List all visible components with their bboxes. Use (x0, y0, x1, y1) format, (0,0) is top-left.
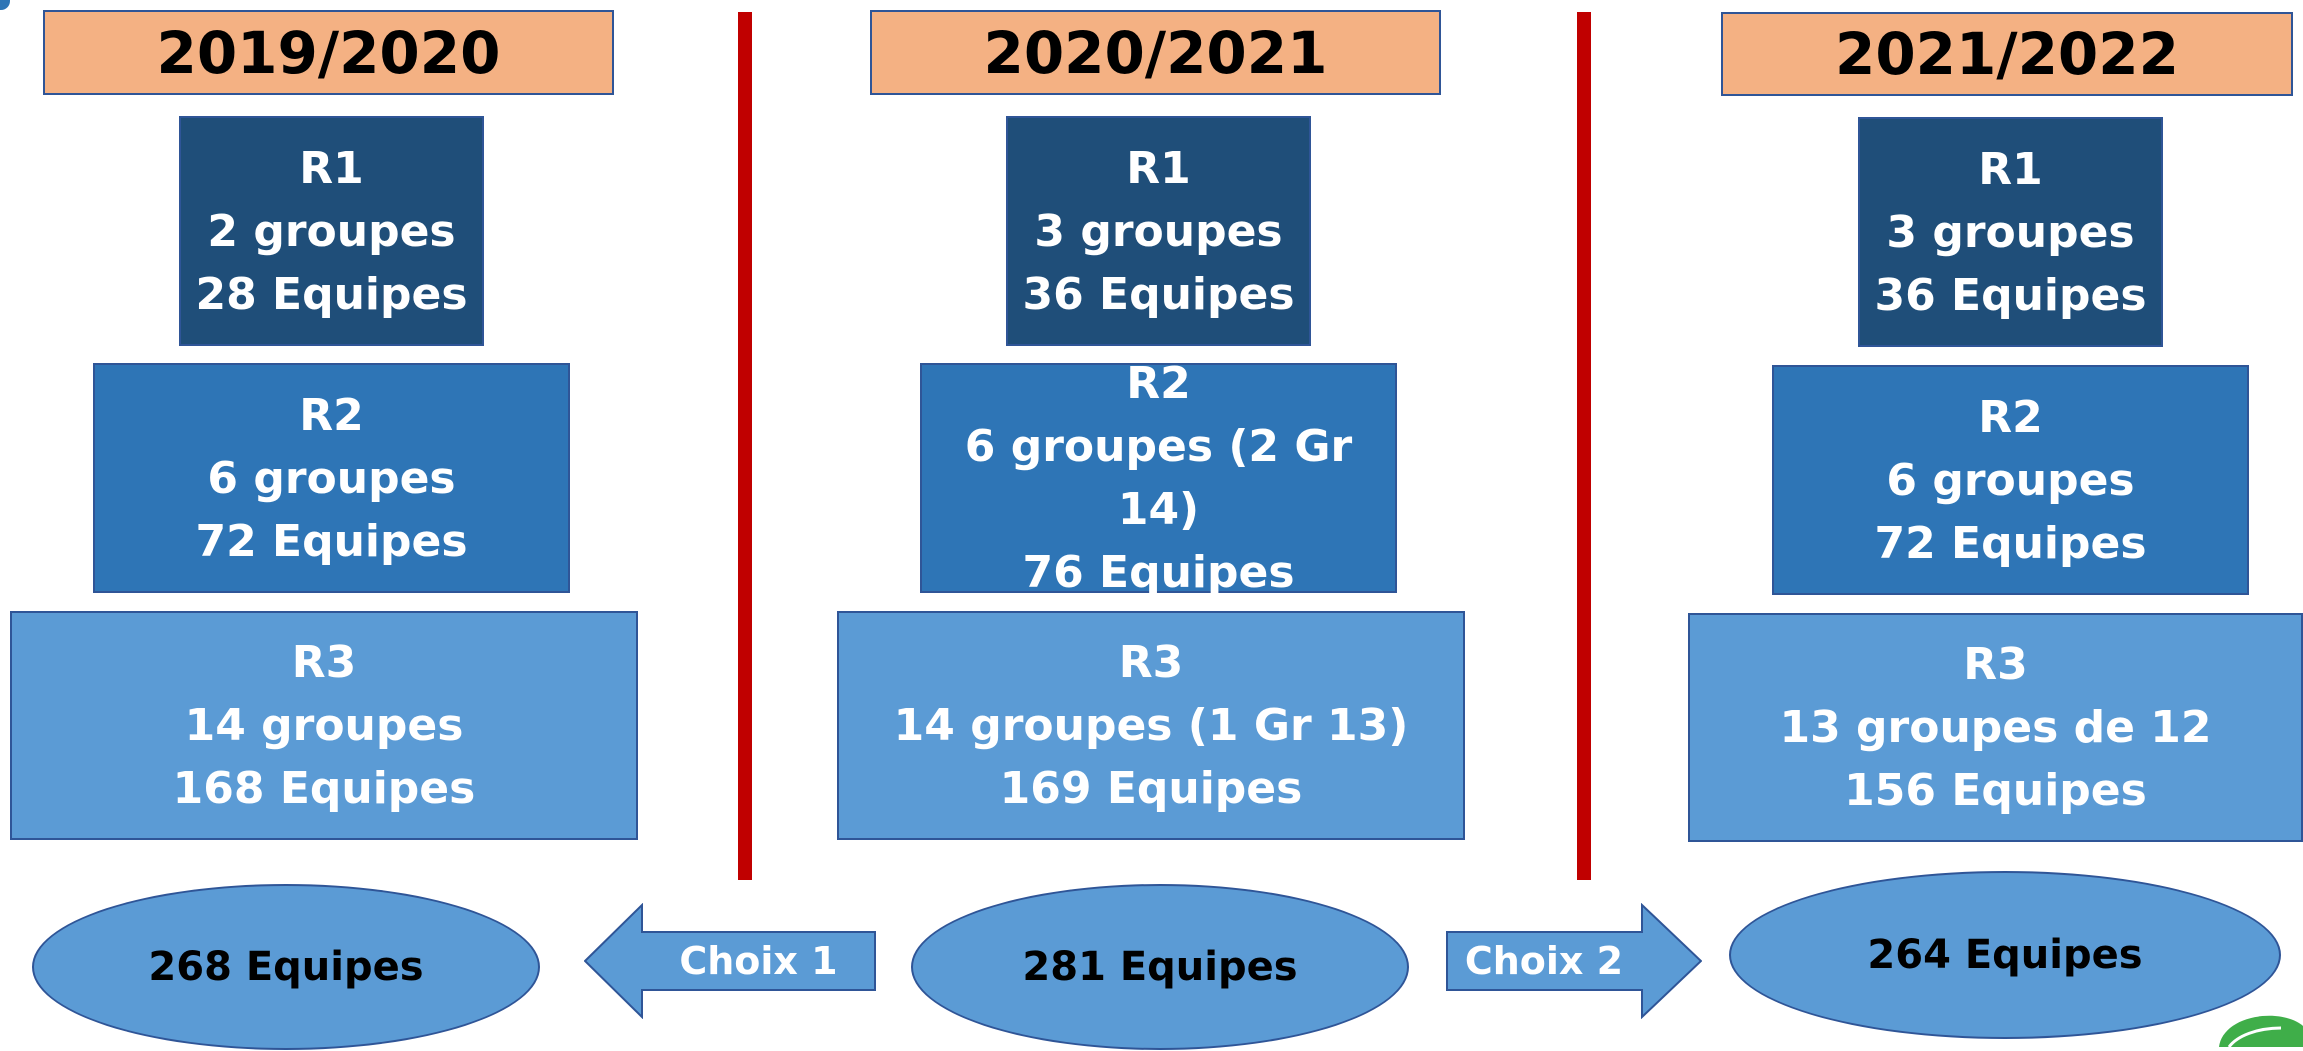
tier-r3-box: R3 14 groupes 168 Equipes (10, 611, 638, 840)
tier-teams: 76 Equipes (1022, 547, 1295, 598)
tier-teams: 156 Equipes (1844, 765, 2147, 816)
season-header-2021-2022: 2021/2022 (1721, 12, 2293, 96)
tier-groups: 2 groupes (207, 205, 456, 257)
tier-teams: 36 Equipes (1022, 268, 1295, 320)
season-divider (1577, 12, 1591, 880)
tier-teams: 36 Equipes (1874, 269, 2147, 321)
tier-groups: 6 groupes (2 Gr 14) (964, 421, 1353, 535)
tier-groups: 13 groupes de 12 (1779, 702, 2212, 753)
tier-name: R2 (1126, 358, 1191, 409)
tier-name: R3 (1118, 637, 1184, 688)
tier-r3-box: R3 13 groupes de 12 156 Equipes (1688, 613, 2303, 842)
leaf-icon (2219, 1015, 2303, 1048)
tier-teams: 28 Equipes (195, 268, 468, 320)
tier-name: R1 (299, 142, 364, 194)
season-title: 2020/2021 (983, 18, 1328, 87)
season-header-2020-2021: 2020/2021 (870, 10, 1441, 95)
tier-r2-box: R2 6 groupes (2 Gr 14) 76 Equipes (920, 358, 1397, 598)
total-teams-label: 281 Equipes (1022, 944, 1298, 990)
tier-groups: 3 groupes (1034, 205, 1283, 257)
tier-r1-box: R1 3 groupes 36 Equipes (1858, 117, 2163, 347)
tier-teams: 72 Equipes (1874, 517, 2147, 569)
tier-teams: 168 Equipes (172, 763, 476, 814)
season-header-2019-2020: 2019/2020 (43, 10, 614, 95)
tier-r1-box: R1 2 groupes 28 Equipes (179, 116, 484, 346)
choice-2-label: Choix 2 (1464, 939, 1624, 983)
left-arrow-icon (584, 903, 876, 1019)
choice-1-arrow: Choix 1 (584, 903, 876, 1019)
tier-teams: 72 Equipes (195, 515, 468, 567)
tier-r3-box: R3 14 groupes (1 Gr 13) 169 Equipes (837, 611, 1465, 840)
tier-name: R3 (291, 637, 357, 688)
tier-r2-box: R2 6 groupes 72 Equipes (93, 363, 570, 593)
season-divider (738, 12, 752, 880)
choice-1-label: Choix 1 (679, 939, 838, 983)
choice-2-arrow: Choix 2 (1446, 903, 1702, 1019)
tier-name: R3 (1963, 639, 2028, 690)
tier-groups: 6 groupes (1886, 454, 2135, 506)
tier-r2-box: R2 6 groupes 72 Equipes (1772, 365, 2249, 595)
tier-groups: 3 groupes (1886, 206, 2135, 258)
tier-name: R2 (1978, 391, 2043, 443)
tier-groups: 14 groupes (1 Gr 13) (893, 700, 1409, 751)
tier-groups: 14 groupes (184, 700, 464, 751)
tier-name: R1 (1126, 142, 1191, 194)
total-teams-ellipse: 268 Equipes (32, 884, 540, 1050)
tier-teams: 169 Equipes (999, 763, 1303, 814)
season-title: 2019/2020 (156, 18, 501, 87)
tier-name: R1 (1978, 143, 2043, 195)
right-arrow-icon (1446, 903, 1702, 1019)
total-teams-ellipse: 264 Equipes (1729, 871, 2281, 1039)
tier-r1-box: R1 3 groupes 36 Equipes (1006, 116, 1311, 346)
tier-groups: 6 groupes (207, 452, 456, 504)
green-logo-fragment (2215, 1010, 2303, 1048)
total-teams-label: 268 Equipes (148, 944, 424, 990)
tier-name: R2 (299, 389, 364, 441)
corner-decoration (0, 0, 10, 10)
total-teams-ellipse: 281 Equipes (911, 884, 1409, 1050)
season-title: 2021/2022 (1834, 20, 2180, 88)
total-teams-label: 264 Equipes (1867, 932, 2143, 978)
